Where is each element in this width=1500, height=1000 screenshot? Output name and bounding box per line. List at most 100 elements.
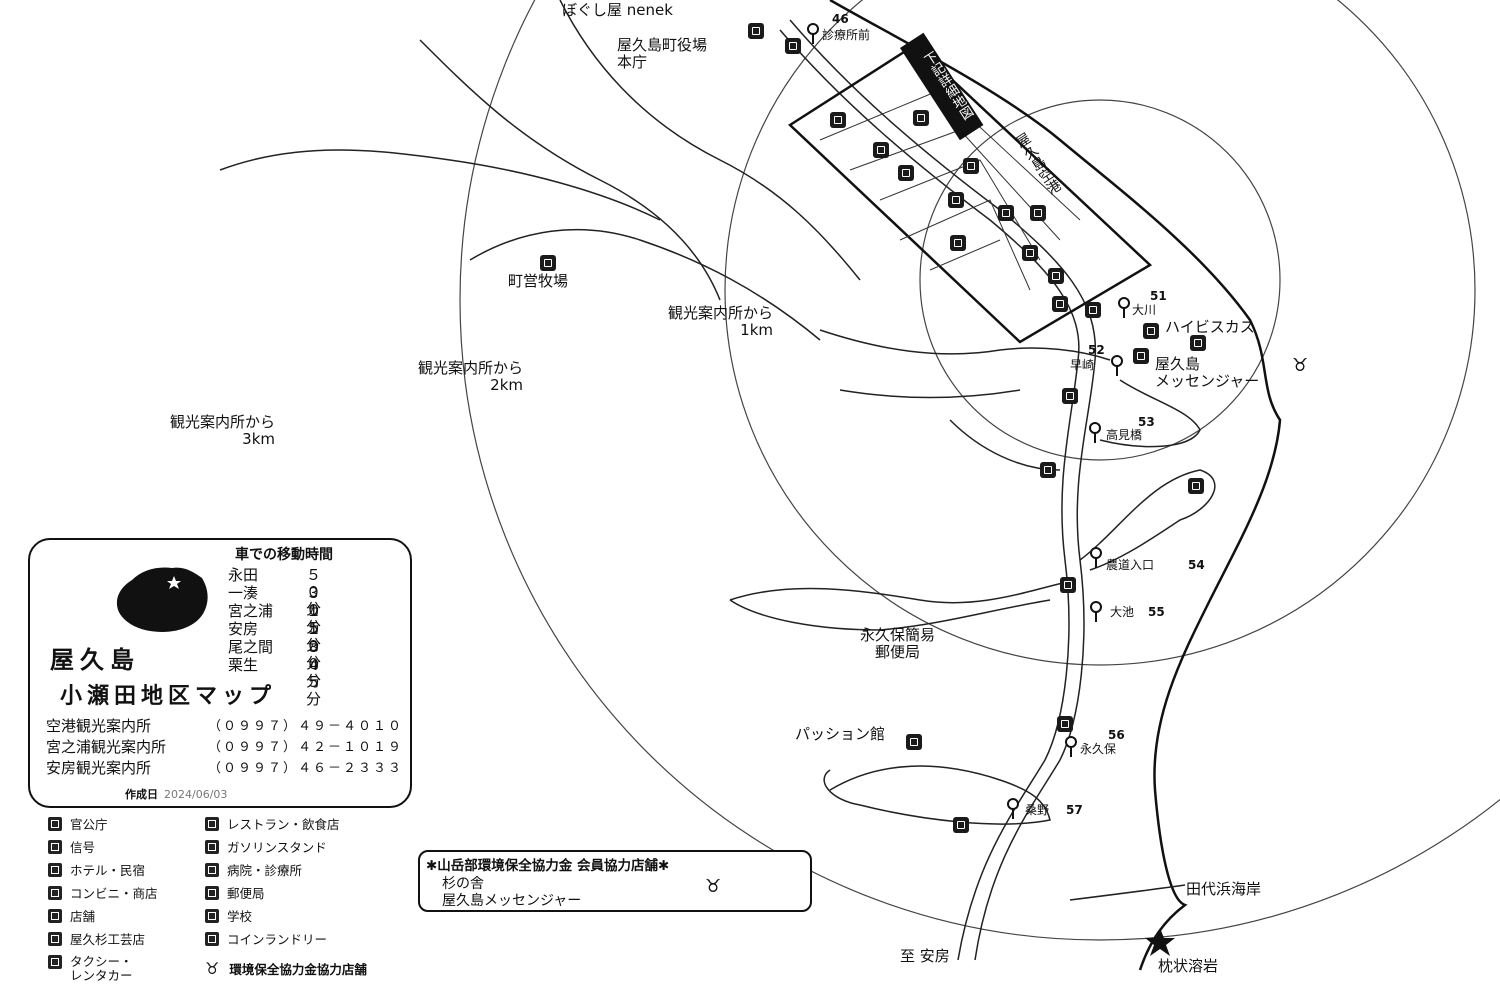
bus-stop-number: 53 bbox=[1138, 415, 1155, 429]
legend-item: 学校 bbox=[205, 909, 252, 924]
hibiscus-label: ハイビスカス bbox=[1165, 318, 1255, 336]
bus-stop-icon bbox=[1111, 355, 1123, 376]
restaurant-icon bbox=[898, 165, 914, 181]
legend-item: コンビニ・商店 bbox=[48, 886, 158, 901]
hospital-icon bbox=[205, 863, 219, 877]
convenience-store-icon bbox=[48, 886, 62, 900]
contact-row: 宮之浦観光案内所（０９９７）４２－１０１９ bbox=[46, 738, 404, 756]
bus-stop-icon bbox=[1090, 547, 1102, 568]
shop-icon bbox=[48, 909, 62, 923]
laundry-icon bbox=[953, 817, 969, 833]
restaurant-icon bbox=[205, 817, 219, 831]
ring-2km-label: 観光案内所から 2km bbox=[418, 359, 524, 394]
bus-stop-name: 永久保 bbox=[1080, 742, 1117, 756]
laundry-icon bbox=[205, 932, 219, 946]
legend-item: 店舗 bbox=[48, 909, 95, 924]
contact-row: 安房観光案内所（０９９７）４６－２３３３ bbox=[46, 759, 404, 777]
bus-stop-name: 早崎 bbox=[1070, 358, 1095, 372]
restaurant-icon bbox=[963, 158, 979, 174]
gas-station-icon bbox=[1040, 462, 1056, 478]
deer-icon: ♉ bbox=[205, 959, 220, 978]
messenger-label: 屋久島 メッセンジャー bbox=[1155, 355, 1260, 390]
taxi-icon bbox=[1022, 245, 1038, 261]
main-road bbox=[789, 19, 1097, 961]
map-title: 小瀬田地区マップ bbox=[60, 684, 277, 709]
ring-3km bbox=[459, 0, 1500, 941]
legend-item: タクシー・ レンタカー bbox=[48, 955, 133, 983]
island-silhouette-icon bbox=[116, 567, 208, 632]
bus-stop-name: 大川 bbox=[1132, 303, 1157, 317]
signal-icon bbox=[48, 840, 62, 854]
association-store: 屋久島メッセンジャー bbox=[442, 893, 582, 909]
passion-label: パッション館 bbox=[795, 725, 886, 743]
bus-stop-icon bbox=[807, 23, 819, 44]
legend-item: ホテル・民宿 bbox=[48, 863, 145, 878]
shop-icon bbox=[950, 235, 966, 251]
restaurant-icon bbox=[1048, 268, 1064, 284]
school-icon bbox=[205, 909, 219, 923]
bus-stop-number: 56 bbox=[1108, 728, 1125, 742]
bus-stop-number: 54 bbox=[1188, 558, 1205, 572]
association-store: 杉の舎 bbox=[442, 876, 484, 892]
legend-item: 信号 bbox=[48, 840, 95, 855]
deer-icon: ♉ bbox=[705, 876, 722, 897]
laundry-icon bbox=[1188, 478, 1204, 494]
hotel-icon bbox=[48, 863, 62, 877]
contact-row: 空港観光案内所（０９９７）４９－４０１０ bbox=[46, 717, 404, 735]
bus-stop-icon bbox=[1007, 798, 1019, 819]
bus-stop-name: 大池 bbox=[1110, 605, 1135, 619]
legend-item: コインランドリー bbox=[205, 932, 327, 947]
hotel-icon bbox=[1133, 348, 1149, 364]
deer-icon: ♉ bbox=[1292, 355, 1309, 376]
island-name: 屋久島 bbox=[50, 646, 140, 674]
legend-item: ガソリンスタンド bbox=[205, 840, 327, 855]
town-hall-label: 屋久島町役場 本庁 bbox=[617, 36, 708, 71]
shop-icon bbox=[1060, 577, 1076, 593]
bus-stop-number: 51 bbox=[1150, 289, 1167, 303]
yakusugi-craft-icon bbox=[48, 932, 62, 946]
government-icon bbox=[48, 817, 62, 831]
restaurant-icon bbox=[1143, 323, 1159, 339]
taxi-icon bbox=[948, 192, 964, 208]
convenience-store-icon bbox=[1085, 302, 1101, 318]
government-icon bbox=[1030, 205, 1046, 221]
post-office-icon bbox=[205, 886, 219, 900]
association-box: ✱山岳部環境保全協力金 会員協力店舗✱ 杉の舎 屋久島メッセンジャー ♉ bbox=[418, 850, 812, 912]
legend-item: レストラン・飲食店 bbox=[205, 817, 340, 832]
travel-time-heading: 車での移動時間 bbox=[235, 547, 333, 563]
beach-label: 田代浜海岸 bbox=[1186, 880, 1262, 898]
bus-stop-name: 桑野 bbox=[1025, 803, 1050, 817]
ring-1km-label: 観光案内所から 1km bbox=[668, 304, 774, 339]
bus-stop-name: 農道入口 bbox=[1106, 558, 1155, 572]
bus-stop-number: 55 bbox=[1148, 605, 1165, 619]
restaurant-icon bbox=[998, 205, 1014, 221]
legend-item: ♉環境保全協力金協力店舗 bbox=[205, 959, 367, 978]
to-anbo-label: 至 安房 bbox=[900, 947, 950, 965]
gas-station-icon bbox=[205, 840, 219, 854]
restaurant-icon bbox=[913, 110, 929, 126]
bus-stop-number: 46 bbox=[832, 12, 849, 26]
restaurant-icon bbox=[1062, 388, 1078, 404]
association-heading: ✱山岳部環境保全協力金 会員協力店舗✱ bbox=[426, 858, 670, 874]
ring-2km bbox=[724, 0, 1476, 666]
detail-area-box bbox=[787, 43, 1153, 344]
legend-item: 郵便局 bbox=[205, 886, 265, 901]
bus-stop-number: 57 bbox=[1066, 803, 1083, 817]
bus-stop-number: 52 bbox=[1088, 343, 1105, 357]
restaurant-icon bbox=[1052, 296, 1068, 312]
bus-stop-icon bbox=[1090, 601, 1102, 622]
ring-1km bbox=[919, 99, 1281, 461]
legend-item: 病院・診療所 bbox=[205, 863, 302, 878]
bus-stop-name: 診療所前 bbox=[822, 28, 871, 42]
coastline bbox=[829, 0, 1282, 971]
shop-icon bbox=[540, 255, 556, 271]
restaurant-icon bbox=[1190, 335, 1206, 351]
bus-stop-icon bbox=[1065, 736, 1077, 757]
